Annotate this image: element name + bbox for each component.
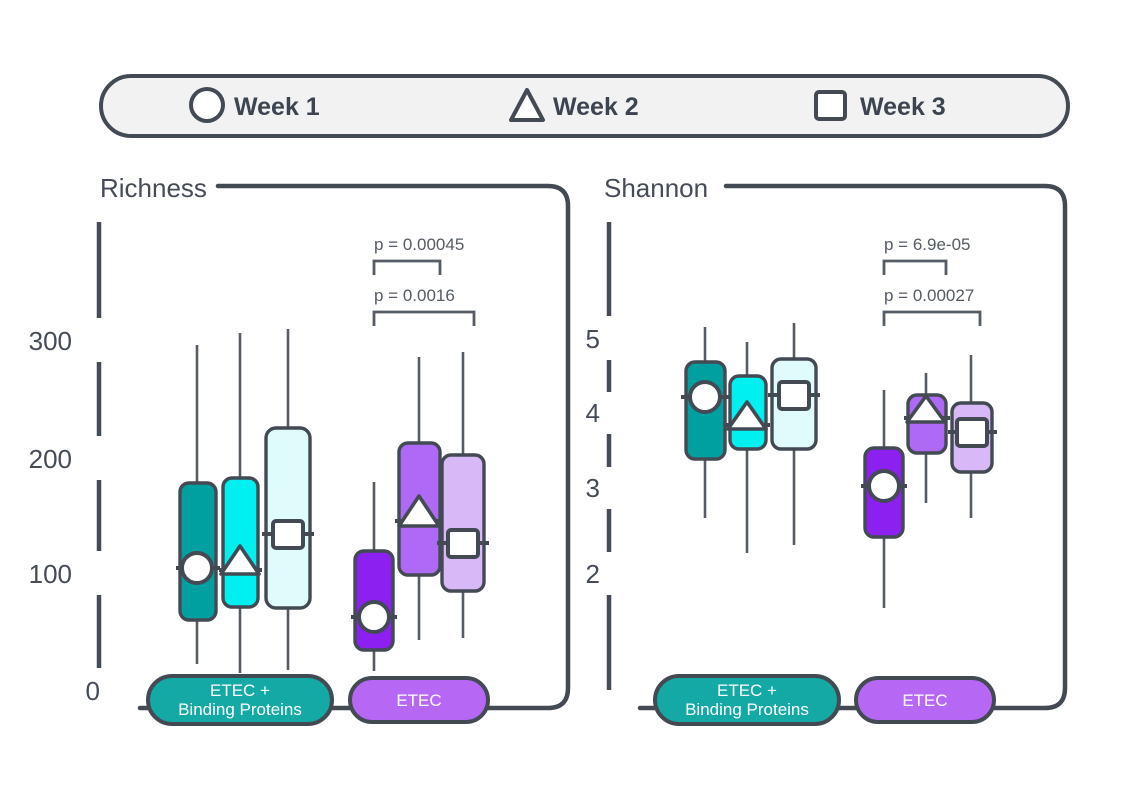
x-group-pill-shannon-bp[interactable]: ETEC + Binding Proteins [653, 674, 841, 726]
group-label-line1: ETEC [396, 691, 441, 710]
square-marker-icon [271, 519, 305, 550]
group-pill-background [146, 674, 334, 726]
y-tick-label: 100 [29, 559, 72, 589]
box-richness-bp-week2[interactable] [219, 333, 262, 673]
circle-marker-icon [357, 600, 391, 634]
box-richness-bp-week3[interactable] [262, 329, 314, 670]
panel-richness: Richness 300 200 100 0 [29, 173, 571, 726]
square-marker-icon [814, 90, 847, 121]
pvalue-bracket [882, 310, 982, 326]
group-pill-background [653, 674, 841, 726]
pvalue-annotation-richness-1: p = 0.00045 [372, 235, 464, 275]
y-tick-label: 200 [29, 444, 72, 474]
circle-marker-icon [688, 380, 722, 414]
triangle-marker-icon [397, 494, 441, 528]
legend-label-week-1: Week 1 [234, 93, 320, 121]
group-label-line2: Binding Proteins [178, 700, 302, 719]
box [264, 426, 312, 610]
circle-marker-icon [189, 87, 225, 123]
box-shannon-etec-week3[interactable] [948, 355, 997, 518]
y-tick-label: 4 [586, 398, 600, 428]
box-shannon-etec-week2[interactable] [904, 373, 950, 503]
square-marker-icon [777, 380, 811, 411]
group-pill-background [348, 676, 490, 724]
legend-item-week-2[interactable]: Week 2 [509, 88, 639, 122]
box-shannon-bp-week1[interactable] [681, 327, 729, 518]
box-shannon-bp-week3[interactable] [768, 323, 820, 545]
square-marker-icon [955, 417, 989, 448]
x-group-pill-richness-etec[interactable]: ETEC [348, 676, 490, 724]
group-label-line1: ETEC [902, 691, 947, 710]
box-richness-etec-week3[interactable] [437, 352, 489, 638]
triangle-marker-icon [726, 400, 768, 431]
y-tick-labels-shannon: 5 4 3 2 [586, 324, 600, 589]
y-tick-labels-richness: 300 200 100 0 [29, 326, 100, 706]
box [440, 453, 486, 593]
triangle-marker-icon [509, 88, 545, 122]
box-shannon-bp-week2[interactable] [726, 342, 770, 553]
pvalue-label: p = 6.9e-05 [884, 235, 971, 254]
box-richness-etec-week1[interactable] [351, 482, 397, 671]
pvalue-bracket [882, 259, 948, 275]
pvalue-annotation-richness-2: p = 0.0016 [372, 286, 476, 326]
panel-frame-shannon [637, 183, 1068, 711]
y-tick-label: 0 [86, 676, 100, 706]
group-label-line1: ETEC + [210, 681, 270, 700]
circle-marker-icon [867, 469, 901, 503]
triangle-marker-icon [219, 544, 261, 576]
box-richness-bp-week1[interactable] [176, 345, 220, 664]
legend-label-week-2: Week 2 [553, 93, 639, 121]
y-tick-label: 5 [586, 324, 600, 354]
group-label-line2: Binding Proteins [685, 700, 809, 719]
group-pill-background [854, 676, 996, 724]
legend-label-week-3: Week 3 [860, 93, 946, 121]
pvalue-label: p = 0.00027 [884, 286, 974, 305]
pvalue-annotation-shannon-2: p = 0.00027 [882, 286, 982, 326]
box-richness-etec-week2[interactable] [395, 357, 444, 640]
panel-title-richness: Richness [100, 173, 207, 203]
panel-shannon: Shannon 5 4 3 2 [586, 173, 1068, 726]
circle-marker-icon [180, 551, 214, 585]
legend: Week 1 Week 2 Week 3 [99, 74, 1070, 138]
panel-title-shannon: Shannon [604, 173, 708, 203]
pvalue-bracket [372, 310, 476, 326]
triangle-marker-icon [905, 394, 947, 424]
y-tick-label: 2 [586, 559, 600, 589]
y-tick-label: 3 [586, 473, 600, 503]
pvalue-annotation-shannon-1: p = 6.9e-05 [882, 235, 971, 275]
legend-item-week-3[interactable]: Week 3 [814, 90, 946, 121]
group-label-line1: ETEC + [717, 681, 777, 700]
y-tick-label: 300 [29, 326, 72, 356]
legend-item-week-1[interactable]: Week 1 [189, 87, 320, 123]
box [221, 476, 260, 609]
square-marker-icon [446, 528, 480, 559]
pvalue-label: p = 0.0016 [374, 286, 455, 305]
pvalue-label: p = 0.00045 [374, 235, 464, 254]
box-shannon-etec-week1[interactable] [861, 390, 907, 608]
x-group-pill-shannon-etec[interactable]: ETEC [854, 676, 996, 724]
x-group-pill-richness-bp[interactable]: ETEC + Binding Proteins [146, 674, 334, 726]
pvalue-bracket [372, 259, 442, 275]
panel-frame-richness [137, 183, 571, 711]
